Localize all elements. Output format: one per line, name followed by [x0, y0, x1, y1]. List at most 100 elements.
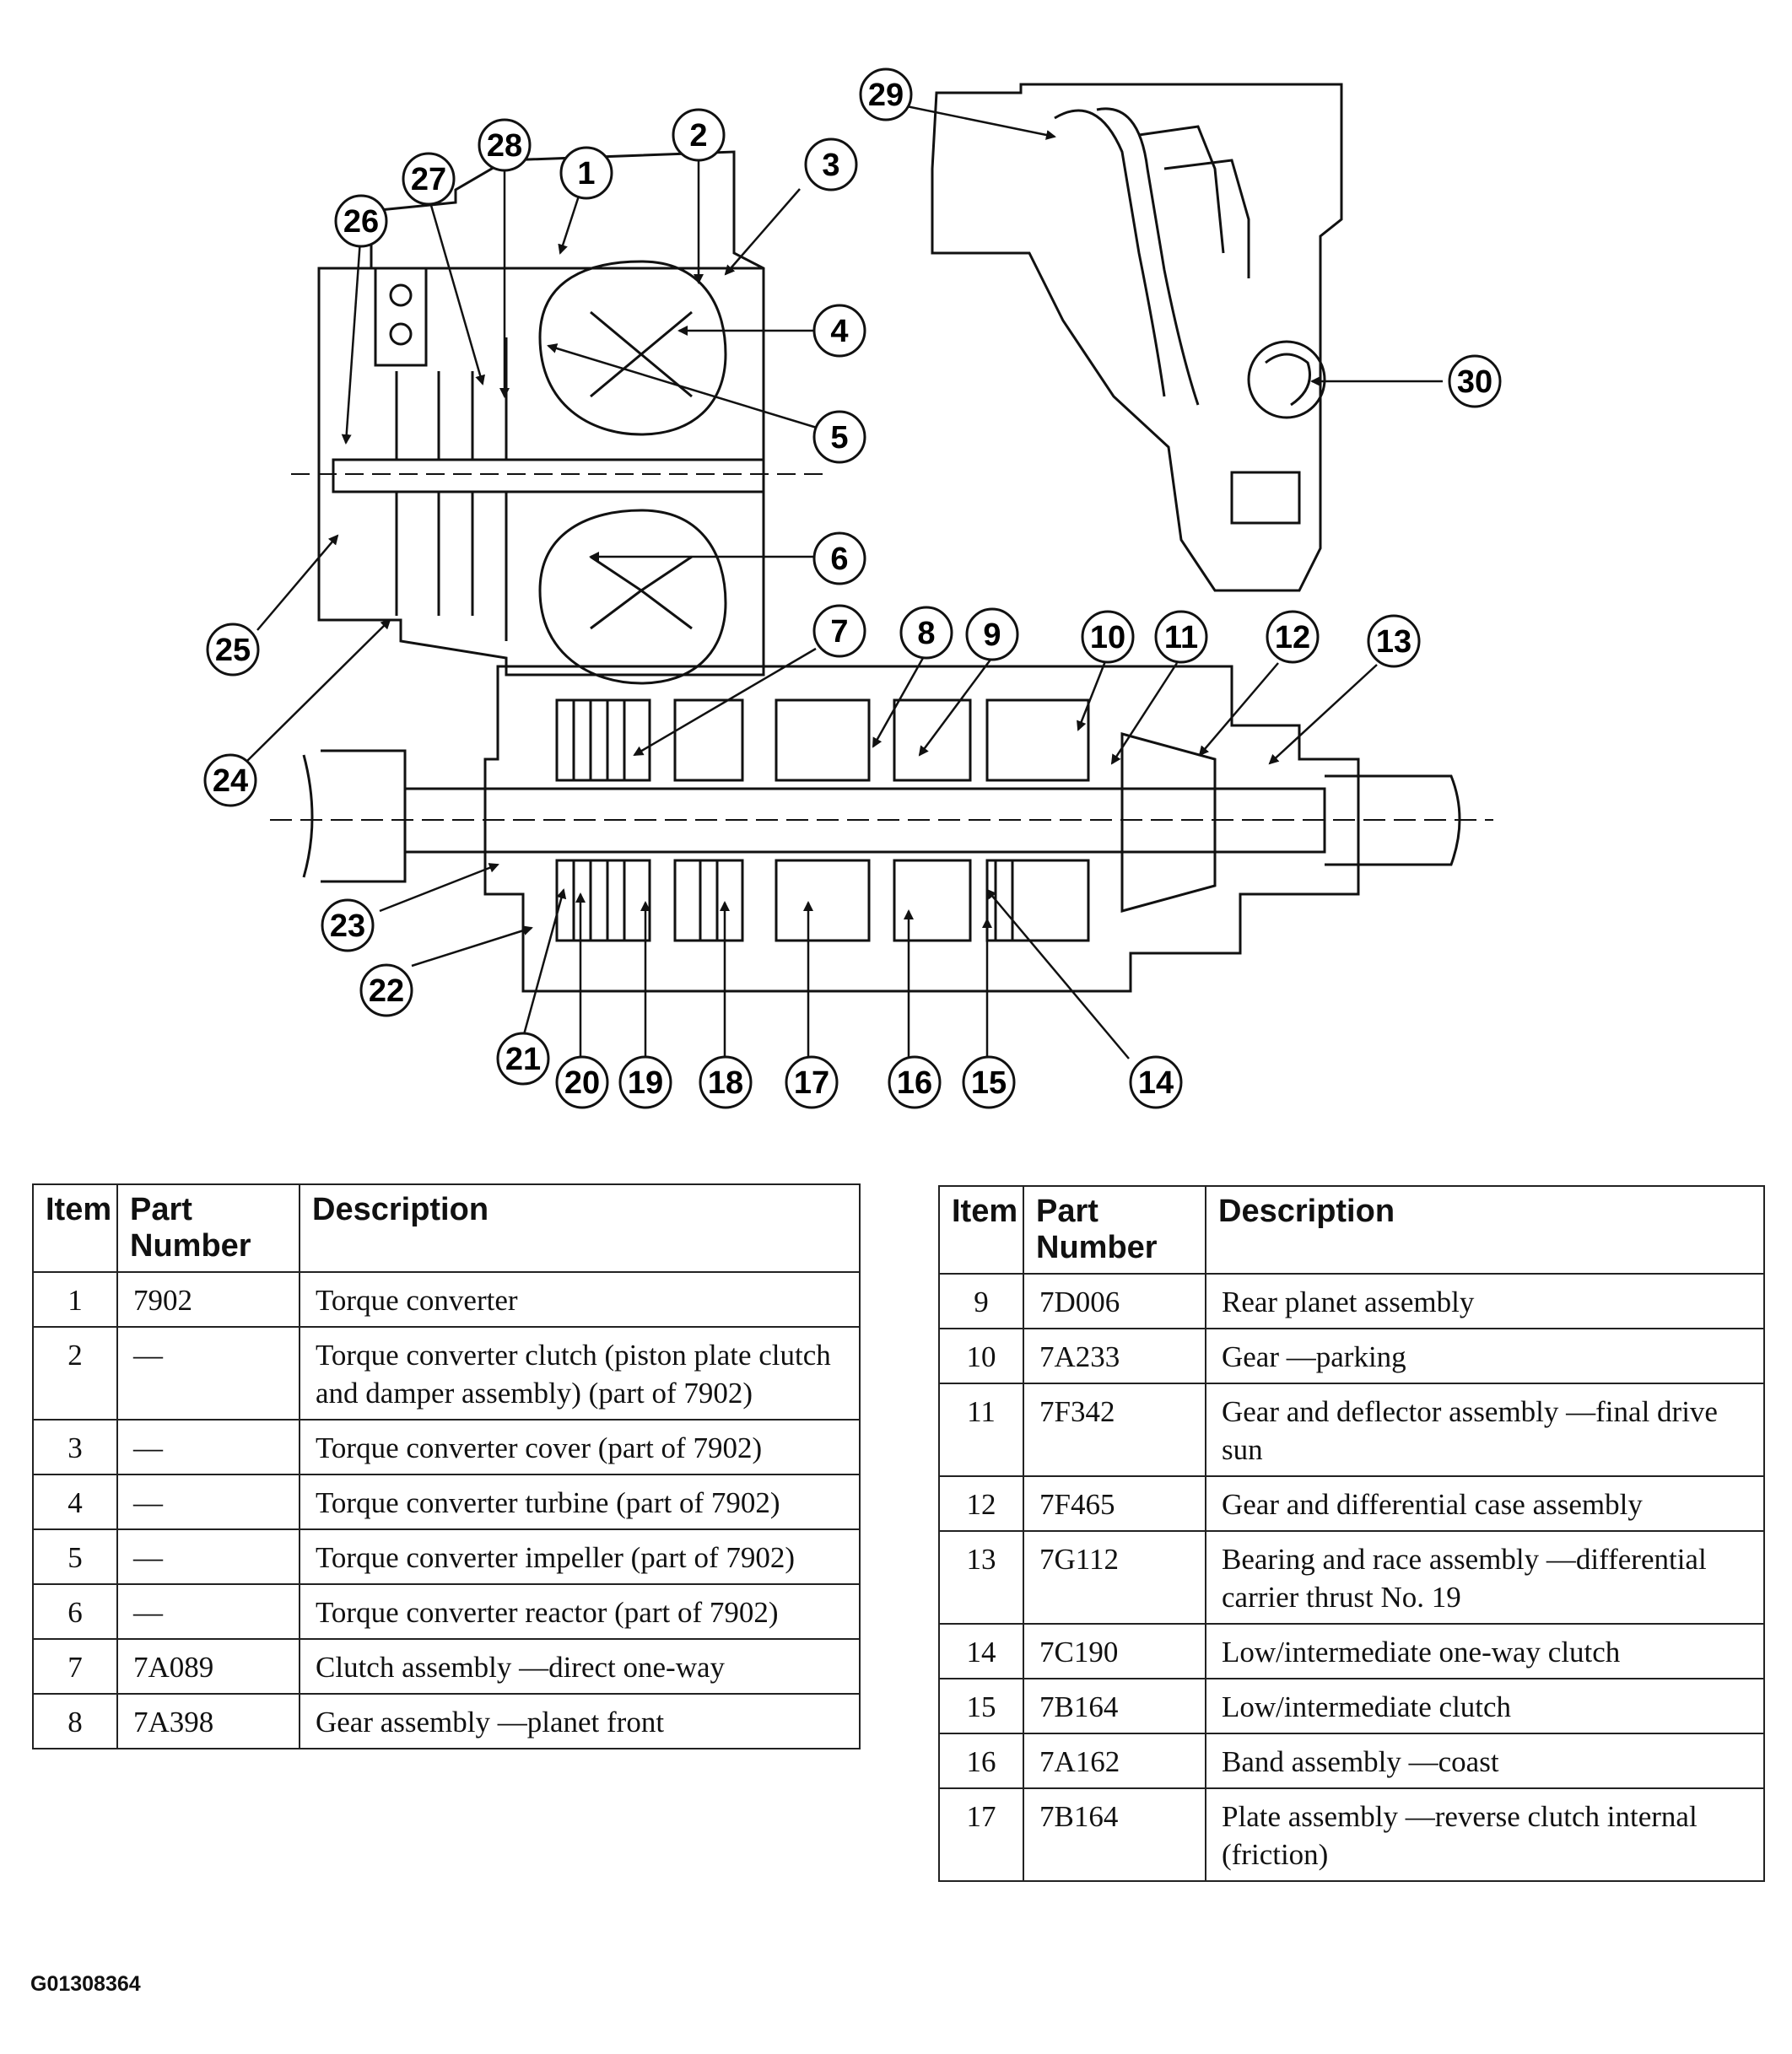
table-row: 4—Torque converter turbine (part of 7902…: [32, 1474, 861, 1530]
description-cell: Gear and deflector assembly —final drive…: [1205, 1383, 1765, 1477]
callout-circle: [478, 118, 532, 172]
callout-label: 23: [330, 908, 365, 944]
callout-label: 24: [213, 763, 248, 799]
item-cell: 15: [938, 1678, 1024, 1734]
drawing-linework: [270, 83, 1493, 993]
part-number-cell: 7902: [116, 1271, 300, 1328]
callout-12: 12: [1266, 610, 1320, 664]
callout-label: 3: [822, 148, 839, 183]
description-cell: Low/intermediate clutch: [1205, 1678, 1765, 1734]
description-cell: Torque converter clutch (piston plate cl…: [299, 1326, 861, 1421]
callout-circle: [699, 1055, 753, 1109]
callout-circle: [859, 67, 913, 121]
callout-circle: [965, 607, 1019, 661]
callout-label: 1: [577, 156, 595, 191]
callout-18: 18: [699, 1055, 753, 1109]
callout-circle: [321, 898, 375, 952]
callout-label: 15: [971, 1065, 1007, 1101]
callout-30: 30: [1448, 354, 1502, 408]
leader-lines: [244, 101, 1443, 1059]
part-number-cell: 7C190: [1023, 1623, 1206, 1679]
description-cell: Rear planet assembly: [1205, 1273, 1765, 1329]
callout-26: 26: [334, 194, 388, 248]
callout-label: 29: [868, 78, 904, 113]
callout-label: 16: [897, 1065, 932, 1101]
part-number-cell: —: [116, 1474, 300, 1530]
part-number-cell: 7A233: [1023, 1328, 1206, 1384]
header-description: Description: [299, 1183, 861, 1273]
callout-circle: [496, 1032, 550, 1086]
callout-label: 26: [343, 204, 379, 240]
callout-circle: [812, 531, 866, 585]
callout-circle: [206, 623, 260, 677]
callout-circle: [618, 1055, 672, 1109]
description-cell: Clutch assembly —direct one-way: [299, 1638, 861, 1695]
callout-label: 9: [983, 617, 1001, 653]
callout-label: 10: [1090, 620, 1125, 655]
callout-circle: [888, 1055, 942, 1109]
callout-24: 24: [203, 753, 257, 807]
callout-circle: [359, 963, 413, 1017]
callout-circle: [1129, 1055, 1183, 1109]
callout-label: 22: [369, 973, 404, 1009]
part-number-cell: 7B164: [1023, 1678, 1206, 1734]
callout-label: 8: [917, 616, 935, 651]
description-cell: Band assembly —coast: [1205, 1733, 1765, 1789]
callout-circle: [559, 146, 613, 200]
part-number-cell: 7B164: [1023, 1787, 1206, 1882]
callout-circle: [203, 753, 257, 807]
table-header-row: Item Part Number Description: [938, 1185, 1765, 1275]
callout-16: 16: [888, 1055, 942, 1109]
item-cell: 5: [32, 1528, 118, 1585]
callout-9: 9: [965, 607, 1019, 661]
callout-label: 19: [628, 1065, 663, 1101]
callout-circle: [899, 606, 953, 660]
callout-circle: [962, 1055, 1016, 1109]
callout-15: 15: [962, 1055, 1016, 1109]
callout-label: 5: [830, 420, 848, 456]
callout-21: 21: [496, 1032, 550, 1086]
table-row: 5—Torque converter impeller (part of 790…: [32, 1528, 861, 1585]
part-number-cell: —: [116, 1528, 300, 1585]
callout-23: 23: [321, 898, 375, 952]
description-cell: Torque converter reactor (part of 7902): [299, 1583, 861, 1640]
callout-label: 27: [411, 162, 446, 197]
callout-6: 6: [812, 531, 866, 585]
part-number-cell: 7A162: [1023, 1733, 1206, 1789]
callout-22: 22: [359, 963, 413, 1017]
item-cell: 9: [938, 1273, 1024, 1329]
callout-circle: [1081, 610, 1135, 664]
callout-circle: [812, 604, 866, 658]
part-number-cell: 7A089: [116, 1638, 300, 1695]
callout-circle: [334, 194, 388, 248]
callout-4: 4: [812, 304, 866, 358]
item-cell: 10: [938, 1328, 1024, 1384]
callout-label: 12: [1275, 620, 1310, 655]
callout-circle: [812, 410, 866, 464]
part-number-cell: 7D006: [1023, 1273, 1206, 1329]
item-cell: 6: [32, 1583, 118, 1640]
callout-label: 25: [215, 633, 251, 668]
description-cell: Plate assembly —reverse clutch internal …: [1205, 1787, 1765, 1882]
callout-circle: [785, 1055, 839, 1109]
description-cell: Torque converter: [299, 1271, 861, 1328]
item-cell: 2: [32, 1326, 118, 1421]
callout-circle: [1154, 610, 1208, 664]
description-cell: Gear and differential case assembly: [1205, 1475, 1765, 1532]
item-cell: 7: [32, 1638, 118, 1695]
callout-7: 7: [812, 604, 866, 658]
description-cell: Low/intermediate one-way clutch: [1205, 1623, 1765, 1679]
callout-label: 21: [505, 1042, 541, 1077]
part-number-cell: —: [116, 1419, 300, 1475]
callout-label: 13: [1376, 624, 1411, 660]
item-cell: 14: [938, 1623, 1024, 1679]
description-cell: Gear assembly —planet front: [299, 1693, 861, 1749]
